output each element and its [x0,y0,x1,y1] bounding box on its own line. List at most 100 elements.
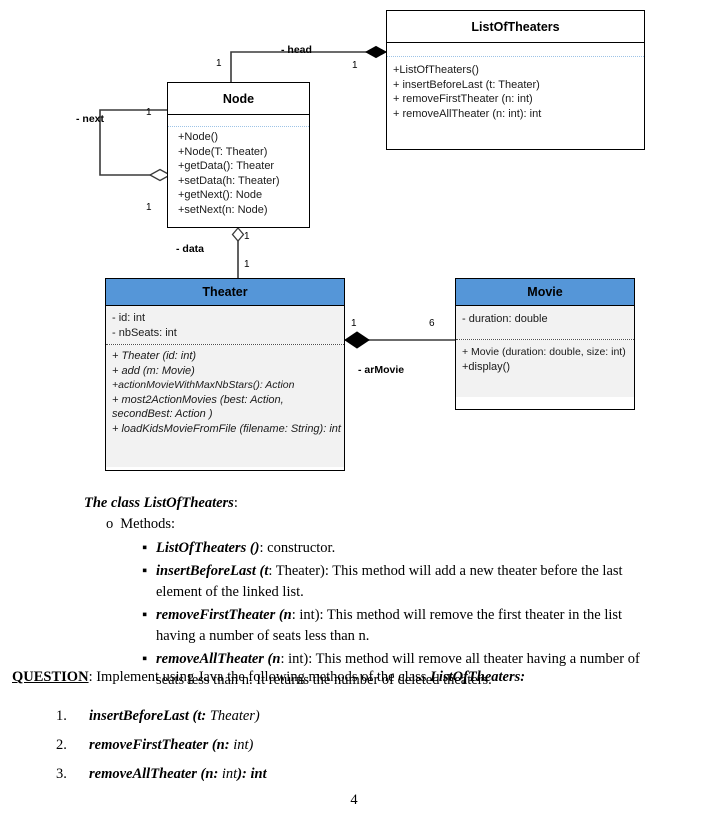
task-list: 1. insertBeforeLast (t: Theater) 2. remo… [56,705,556,792]
item-text: removeFirstTheater (n: int) [89,734,253,756]
method-name: removeAllTheater (n [156,650,281,667]
section-heading-colon: : [233,495,238,511]
attribute-item: - nbSeats: int [112,326,177,339]
item-text: insertBeforeLast (t: Theater) [89,705,260,727]
class-name-theater: Theater [106,279,344,306]
method-description: : Theater): This method will add a new t… [156,562,623,601]
method-item: +Node() [178,131,219,143]
square-bullet-icon: ▪ [142,650,148,667]
list-item: 1. insertBeforeLast (t: Theater) [56,705,556,734]
compartment-separator [387,56,644,57]
association-label-head: - head [281,44,312,56]
uml-class-diagram: ListOfTheaters +ListOfTheaters() + inser… [76,10,645,471]
page-number: 4 [350,792,358,808]
method-item: +setNext(n: Node) [178,203,268,216]
class-name-list-of-theaters: ListOfTheaters [387,11,644,43]
multiplicity-next-target: 1 [146,202,152,213]
item-number: 1. [56,708,67,724]
method-item: + most2ActionMovies (best: Action, secon… [112,393,284,421]
methods-node: +Node() +Node(T: Theater) +getData(): Th… [168,127,309,221]
list-item: ▪ ListOfTheaters (): constructor. [142,538,658,560]
method-item: +getData(): Theater [178,160,275,172]
method-name: insertBeforeLast (t [156,562,269,579]
methods-theater: + Theater (id: int) + add (m: Movie) +ac… [106,345,344,467]
class-box-theater[interactable]: Theater - id: int - nbSeats: int + Theat… [105,278,345,471]
association-label-armovie: - arMovie [358,364,405,376]
method-item: + removeFirstTheater (n: int) [393,93,533,105]
methods-list-of-theaters: +ListOfTheaters() + insertBeforeLast (t:… [387,57,644,125]
multiplicity-head-source: 1 [216,58,222,69]
item-text: removeAllTheater (n: int): int [89,763,267,785]
question-paragraph: QUESTION: Implement using Java the follo… [12,667,672,688]
methods-label: Methods: [120,516,176,532]
method-item: + Theater (id: int) [112,350,197,362]
class-box-node[interactable]: Node +Node() +Node(T: Theater) +getData(… [167,82,310,228]
diagram-connectors [99,45,455,349]
method-description-list: ▪ ListOfTheaters (): constructor. ▪ inse… [142,538,658,693]
list-item: 3. removeAllTheater (n: int): int [56,763,556,792]
attribute-item: - duration: double [462,313,548,325]
attributes-list-of-theaters [387,43,644,56]
item-type: int) [233,737,254,753]
method-item: + add (m: Movie) [112,364,195,377]
compartment-separator [168,126,309,127]
question-class-name: ListOfTheaters: [430,669,526,685]
method-description: : int): This method will remove all thea… [156,650,640,689]
method-item: + removeAllTheater (n: int): int [393,107,542,120]
method-description: : int): This method will remove the firs… [156,606,623,645]
square-bullet-icon: ▪ [142,606,148,623]
multiplicity-armovie-target: 6 [429,318,435,329]
method-item: +Node(T: Theater) [178,145,268,158]
method-item: + insertBeforeLast (t: Theater) [393,78,540,91]
method-description: : constructor. [259,540,336,556]
method-item: +setData(h: Theater) [178,174,280,187]
method-name: removeFirstTheater (n [156,606,292,623]
multiplicity-data-target: 1 [244,259,250,270]
compartment-separator [456,339,634,340]
class-name-node: Node [168,83,309,115]
item-signature: insertBeforeLast (t: [89,708,210,724]
item-return-type: ): int [237,766,267,782]
method-name: ListOfTheaters () [156,540,260,556]
item-number: 3. [56,766,67,782]
aggregation-diamond-data [231,226,245,243]
attributes-movie: - duration: double [456,306,634,339]
association-head-line [230,51,386,82]
question-text: : Implement using Java the following met… [88,669,431,685]
square-bullet-icon: ▪ [142,562,148,579]
attribute-item: - id: int [112,312,146,324]
composition-diamond-head [364,45,388,59]
class-box-list-of-theaters[interactable]: ListOfTheaters +ListOfTheaters() + inser… [386,10,645,150]
method-item: + Movie (duration: double, size: int) [462,346,626,358]
item-signature: removeFirstTheater (n: [89,737,234,753]
item-type: Theater) [209,708,260,724]
item-number: 2. [56,737,67,753]
multiplicity-armovie-source: 1 [351,318,357,329]
list-item: ▪ insertBeforeLast (t: Theater): This me… [142,561,658,604]
list-item: ▪ removeAllTheater (n: int): This method… [142,649,658,692]
item-type: int [221,766,238,782]
multiplicity-head-target: 1 [352,60,358,71]
method-item: + loadKidsMovieFromFile (filename: Strin… [112,422,341,435]
method-item: +actionMovieWithMaxNbStars(): Action [112,379,295,391]
composition-diamond-armovie [344,331,370,349]
section-heading-text: The class ListOfTheaters [84,495,234,511]
method-item: +getNext(): Node [178,189,263,201]
circle-bullet-icon: o [106,516,114,532]
section-heading: The class ListOfTheaters: [84,495,238,512]
class-box-movie[interactable]: Movie - duration: double + Movie (durati… [455,278,635,410]
attributes-theater: - id: int - nbSeats: int [106,306,344,344]
compartment-separator [106,344,344,345]
methods-label-row: o Methods: [106,516,175,533]
aggregation-diamond-next [148,168,172,182]
question-label: QUESTION [12,669,89,685]
attributes-node [168,115,309,126]
method-item: +ListOfTheaters() [393,64,479,76]
item-signature: removeAllTheater (n: [89,766,222,782]
multiplicity-next-source: 1 [146,107,152,118]
multiplicity-data-source: 1 [244,231,250,242]
list-item: ▪ removeFirstTheater (n: int): This meth… [142,605,658,648]
association-label-data: - data [176,243,205,255]
square-bullet-icon: ▪ [142,540,148,556]
list-item: 2. removeFirstTheater (n: int) [56,734,556,763]
